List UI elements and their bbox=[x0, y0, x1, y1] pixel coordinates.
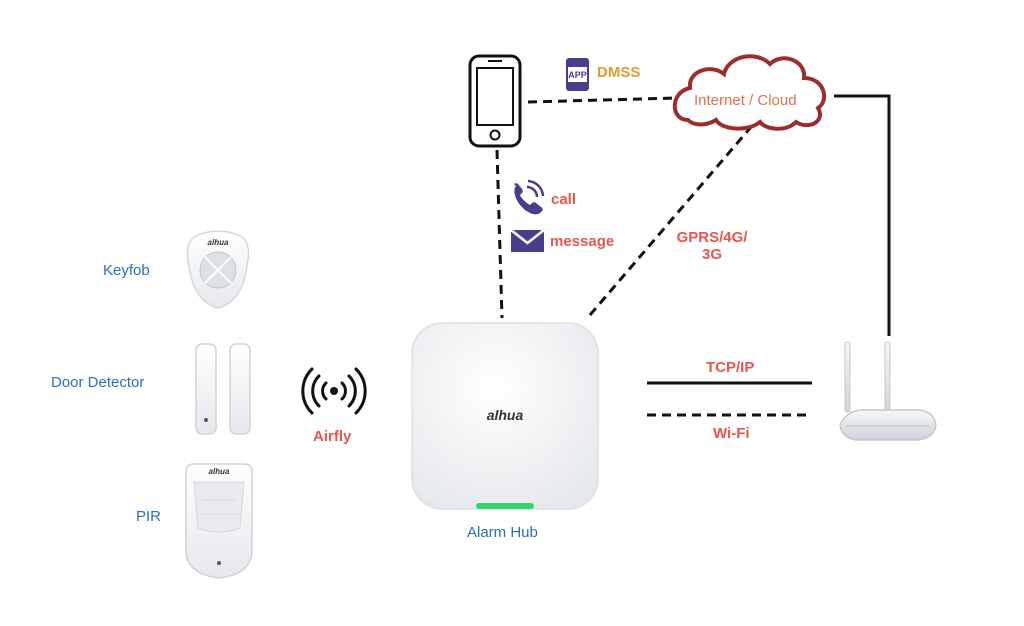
pir-label: PIR bbox=[136, 508, 162, 525]
cloud-router-link bbox=[834, 94, 891, 336]
smartphone-icon bbox=[468, 54, 522, 148]
cloud-icon bbox=[672, 54, 827, 131]
hub-brand: alhua bbox=[487, 407, 524, 423]
phone-call-icon bbox=[514, 179, 545, 215]
dmss-label: DMSS bbox=[597, 64, 641, 81]
hub-cloud-gprs-link bbox=[588, 119, 759, 316]
wifi-label: Wi-Fi bbox=[713, 425, 750, 442]
cloud-label: Internet / Cloud bbox=[694, 92, 797, 109]
door-detector-device bbox=[195, 343, 251, 435]
hub-status-led bbox=[476, 503, 534, 509]
door-detector-label: Door Detector bbox=[51, 374, 145, 391]
app-badge-text: APP bbox=[568, 70, 587, 80]
call-label: call bbox=[551, 191, 577, 208]
wireless-signal-icon bbox=[301, 367, 367, 415]
keyfob-device: alhua bbox=[186, 230, 250, 309]
keyfob-brand: alhua bbox=[208, 238, 229, 247]
tcpip-label: TCP/IP bbox=[706, 359, 755, 376]
alarm-hub-device: alhua bbox=[411, 322, 599, 510]
gprs-label: GPRS/4G/ 3G bbox=[668, 229, 756, 263]
gprs-label-line2: 3G bbox=[701, 246, 722, 263]
gprs-label-line1: GPRS/4G/ bbox=[676, 229, 748, 246]
pir-brand: alhua bbox=[209, 467, 230, 476]
pir-device: alhua bbox=[185, 463, 253, 579]
keyfob-label: Keyfob bbox=[103, 262, 150, 279]
connections bbox=[495, 94, 891, 417]
phone-hub-link bbox=[495, 149, 504, 319]
phone-cloud-link bbox=[527, 96, 679, 104]
app-icon: APP bbox=[566, 58, 589, 91]
alarm-hub-label: Alarm Hub bbox=[467, 524, 538, 541]
router-icon bbox=[839, 341, 937, 441]
message-label: message bbox=[550, 233, 615, 250]
envelope-icon bbox=[510, 229, 545, 252]
airfly-label: Airfly bbox=[313, 428, 352, 445]
